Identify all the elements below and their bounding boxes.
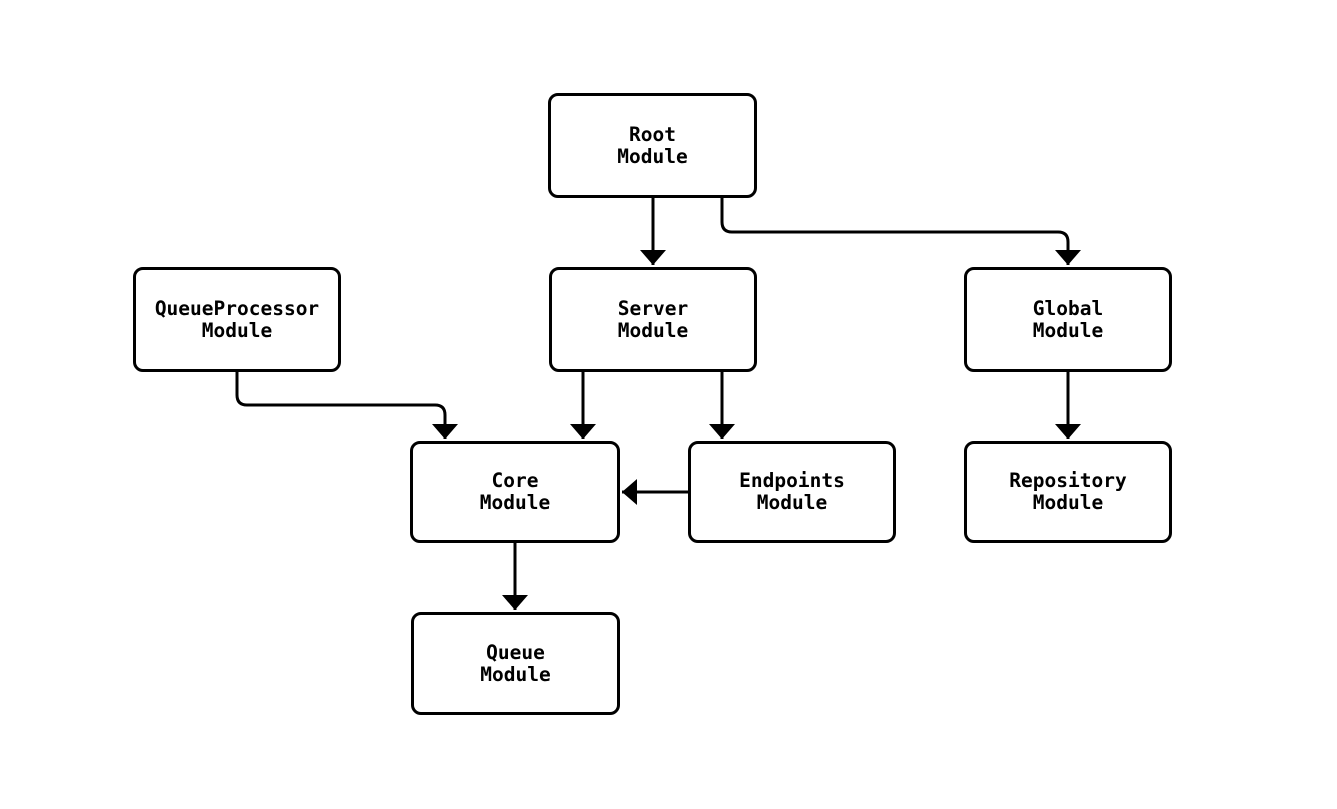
node-label-line: Queue <box>486 640 545 664</box>
edge-group <box>235 198 1081 610</box>
edge-queueprocessor-to-core <box>235 372 458 439</box>
node-label-line: Global <box>1032 296 1104 320</box>
node-label-line: Module <box>479 491 551 514</box>
node-label-line: Server <box>617 296 689 320</box>
node-label-line: Module <box>1032 491 1104 514</box>
node-label-line: Root <box>629 122 676 146</box>
node-label-line: Core <box>491 469 539 492</box>
node-label-line: Module <box>480 662 551 686</box>
edge-root-to-global <box>720 198 1081 265</box>
node-label-line: Endpoints <box>739 469 845 492</box>
node-label-line: Module <box>756 491 828 514</box>
node-label-line: QueueProcessor <box>154 296 320 320</box>
node-label-line: Module <box>617 144 688 168</box>
node-label-line: Module <box>1032 318 1104 342</box>
node-label-line: Module <box>617 318 689 342</box>
node-label-line: Module <box>201 318 273 342</box>
node-label-line: Repository <box>1009 469 1127 492</box>
